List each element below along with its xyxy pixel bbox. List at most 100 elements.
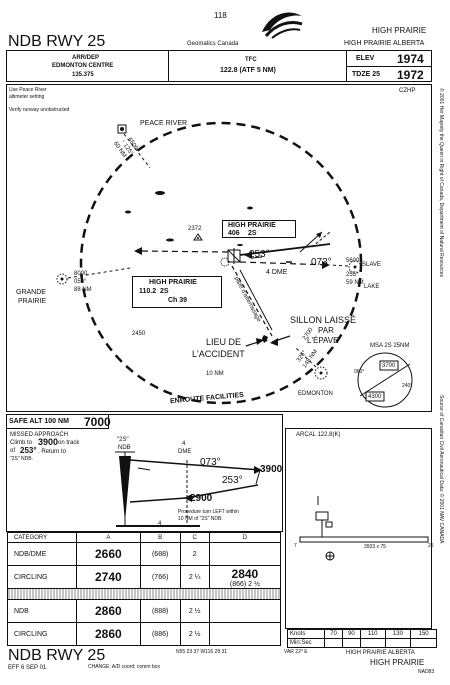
outbound-course: 073° — [311, 257, 332, 268]
altimeter-note-1: Use Peace River — [9, 87, 47, 93]
minima-row: CIRCLING 2860 (886) 2 ½ — [7, 622, 282, 646]
ndb-info-box — [222, 220, 296, 238]
footer-airport-name: HIGH PRAIRIE — [370, 658, 425, 667]
missed-ndb: "2S" NDB. — [10, 456, 34, 462]
minima-b: (888) — [139, 599, 181, 623]
minima-d — [208, 622, 282, 646]
minima-header-b: B — [139, 532, 181, 543]
profile-view — [6, 414, 283, 532]
tfc-label: TFC — [245, 57, 257, 63]
profile-ndb-label-2: NDB — [118, 445, 131, 451]
minima-b: (766) — [139, 565, 181, 589]
minima-a: 2860 — [76, 622, 141, 646]
obstacle-2450: 2450 — [132, 331, 146, 337]
grande-prairie-ndb-icon — [56, 273, 68, 285]
minima-cat: CIRCLING — [7, 622, 77, 646]
arr-dep-freq: 135.375 — [72, 72, 94, 78]
runway — [299, 536, 429, 543]
elev-value: 1974 — [397, 52, 424, 66]
missed-alt: 3900 — [38, 437, 59, 447]
annotation-epave: L'ÉPAVE — [307, 336, 339, 345]
footer-ref: NAD83 — [418, 669, 435, 675]
minima-a: 2860 — [76, 599, 141, 623]
missed-on-track: on track — [58, 440, 80, 446]
gp-course: 056° — [74, 279, 87, 285]
knots-value: 150 — [410, 629, 437, 639]
minima-b: (886) — [139, 622, 181, 646]
airport-id: CZHP — [399, 88, 416, 94]
arr-dep-label: ARR/DEP — [72, 55, 100, 61]
minima-c: 2 — [179, 542, 210, 566]
slave-lake-label-1: SLAVE — [362, 262, 381, 268]
tdze-value: 1972 — [397, 68, 424, 82]
sl-alt: 5600 — [346, 258, 360, 264]
dme-channel: Ch 39 — [168, 297, 188, 304]
slave-lake-label-2: LAKE — [364, 284, 380, 290]
runway-end: 25 — [428, 543, 434, 549]
profile-alt-2900: 2900 — [190, 493, 213, 504]
publisher: Geomatics Canada — [187, 41, 239, 47]
footer-title: NDB RWY 25 — [8, 647, 106, 664]
safe-alt-value: 7000 — [84, 415, 111, 429]
turn-note-2: 10 NM of "2S" NDB. — [178, 516, 223, 522]
annotation-accident: L'ACCIDENT — [192, 349, 245, 359]
profile-dme-label-2: DME — [178, 449, 192, 455]
missed-track: 253° — [20, 446, 37, 455]
obstacle-2372: 2372 — [188, 226, 202, 232]
footer-coords: N55 23 37 W116 28 31 — [176, 649, 228, 655]
altimeter-note-2: altimeter setting — [9, 94, 45, 100]
minima-header-a: A — [76, 532, 141, 543]
sl-dist: 59 NM — [346, 280, 364, 286]
minima-c: 2 ½ — [179, 599, 210, 623]
profile-alt-3900: 3900 — [260, 464, 283, 475]
runway-dims: 3933 x 75 — [364, 544, 386, 550]
annotation-lieu: LIEU DE — [206, 337, 242, 347]
minima-cat: CIRCLING — [7, 565, 77, 589]
procedure-title: NDB RWY 25 — [8, 33, 106, 50]
profile-out-course: 073° — [200, 457, 221, 468]
ndb-freq: 406 — [228, 230, 240, 237]
dme-name: HIGH PRAIRIE — [149, 279, 197, 286]
arcal: ARCAL 122.8(K) — [296, 432, 341, 438]
profile-dist: 4 — [158, 521, 162, 527]
profile-in-course: 253° — [222, 475, 243, 486]
elev-label: ELEV — [356, 55, 375, 62]
msa-upper: 3700 — [382, 363, 396, 369]
minima-row: CIRCLING 2740 (766) 2 ¼ 2840 (866) 2 ½ — [7, 565, 282, 589]
minima-c: 2 ½ — [179, 622, 210, 646]
slave-lake-ndb-icon — [348, 260, 362, 274]
minima-d-cell: 2840 (866) 2 ½ — [208, 565, 282, 589]
missed-climb: Climb to — [10, 440, 33, 446]
msa-label: MSA 2S 25NM — [370, 343, 410, 349]
gp-dist: 88 NM — [74, 287, 92, 293]
inbound-course: 253° — [249, 249, 270, 260]
dme-info-box — [132, 276, 222, 308]
profile-dme-label: 4 — [182, 441, 186, 447]
range-ring-label: 10 NM — [206, 371, 224, 377]
grande-prairie-label-2: PRAIRIE — [18, 298, 47, 305]
annotation-sillon: SILLON LAISSÉ — [290, 315, 357, 325]
minima-b: (688) — [139, 542, 181, 566]
min-sec-label: Min:Sec — [287, 638, 325, 648]
tdze-label: TDZE 25 — [352, 71, 381, 78]
verify-note: Verify runway unobstructed — [9, 107, 70, 113]
missed-approach-title: MISSED APPROACH — [10, 432, 69, 438]
msa-r2: 240° — [402, 383, 413, 389]
turn-note-1: Procedure turn LEFT within — [178, 509, 239, 515]
profile-ndb-label: "2S" — [117, 437, 129, 443]
missed-return: . Return to — [38, 449, 67, 455]
minima-row: NDB 2860 (888) 2 ½ — [7, 599, 282, 623]
minima-d: 2840 — [231, 566, 259, 581]
airport-name: HIGH PRAIRIE — [372, 26, 427, 35]
edmonton-vor-icon — [314, 366, 328, 380]
page-number: 118 — [214, 11, 227, 20]
minima-c: 2 ¼ — [179, 565, 210, 589]
minima-header-d: D — [208, 532, 282, 543]
missed-of: of — [10, 448, 16, 454]
minima-cat: NDB/DME — [7, 542, 77, 566]
minima-row: NDB/DME 2660 (688) 2 — [7, 542, 282, 566]
arr-dep-name: EDMONTON CENTRE — [52, 63, 114, 69]
minima-d — [208, 542, 282, 566]
knots-value: 130 — [384, 629, 412, 639]
